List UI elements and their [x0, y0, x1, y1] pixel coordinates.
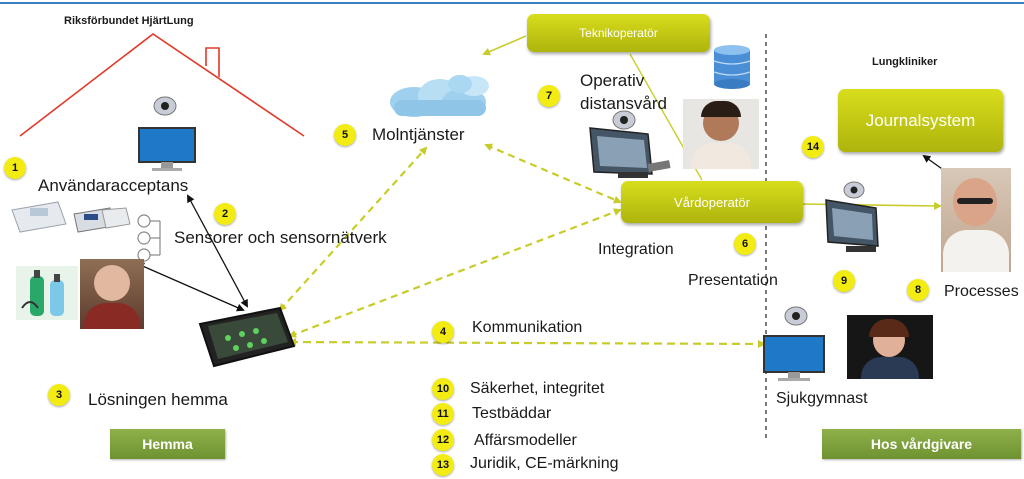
sensor-network-icon	[137, 214, 161, 262]
top-rule	[0, 2, 1024, 4]
badge-10: 10	[432, 378, 454, 400]
sensors-label: Sensorer och sensornätverk	[174, 228, 387, 247]
topic-11-label: Testbäddar	[472, 405, 552, 422]
tech-operator-box: Teknikoperatör	[527, 14, 710, 52]
badge-13: 13	[432, 454, 454, 476]
operative-care-line2: distansvård	[580, 94, 667, 113]
badge-11: 11	[432, 403, 454, 425]
badge-7: 7	[538, 85, 560, 107]
arrow-tablet-physio	[288, 338, 766, 348]
physio-label: Sjukgymnast	[776, 390, 868, 407]
database-icon	[713, 45, 751, 89]
monitor-home-icon	[138, 96, 196, 171]
badge-8: 8	[907, 279, 929, 301]
communication-label: Kommunikation	[472, 319, 583, 336]
monitor-physio-icon	[763, 306, 825, 381]
badge-14: 14	[802, 136, 824, 158]
badge-12: 12	[432, 429, 454, 451]
arrow-tablet-operator	[288, 208, 622, 338]
medical-devices-icon	[11, 201, 131, 233]
topic-10-label: Säkerhet, integritet	[470, 380, 605, 397]
arrow-operator-doctor	[799, 201, 942, 210]
clinic-title: Lungkliniker	[872, 56, 938, 68]
journal-system-box: Journalsystem	[838, 89, 1003, 152]
topic-13-label: Juridik, CE-märkning	[470, 455, 619, 472]
physio-photo	[847, 315, 933, 379]
arrow-tech-cloud	[482, 35, 527, 56]
cloud-services-label: Molntjänster	[372, 125, 465, 144]
cloud-icon	[390, 75, 489, 117]
home-footer: Hemma	[110, 429, 225, 459]
monitor-clinic-icon	[825, 181, 879, 252]
patient-photo	[80, 259, 144, 329]
badge-4: 4	[432, 321, 454, 343]
presentation-label: Presentation	[688, 272, 778, 289]
arrow-cloud-operator	[484, 143, 622, 204]
user-acceptance-label: Användaracceptans	[38, 176, 189, 195]
integration-label: Integration	[598, 241, 674, 258]
badge-6: 6	[734, 233, 756, 255]
provider-footer: Hos vårdgivare	[822, 429, 1021, 459]
badge-1: 1	[4, 157, 26, 179]
care-operator-box: Vårdoperatör	[621, 181, 803, 223]
org-title: Riksförbundet HjärtLung	[64, 15, 194, 27]
badge-3: 3	[48, 384, 70, 406]
solution-home-label: Lösningen hemma	[88, 390, 228, 409]
processes-label: Processes	[944, 283, 1019, 300]
arrow-tablet-patient	[136, 262, 245, 312]
topic-12-label: Affärsmodeller	[474, 432, 577, 449]
tablet-icon	[198, 306, 296, 368]
monitor-operator-icon	[589, 110, 671, 178]
badge-5: 5	[334, 124, 356, 146]
operative-care-line1: Operativ	[580, 71, 645, 90]
oxygen-tanks-icon	[16, 266, 78, 320]
house-roof	[19, 33, 305, 137]
operator-photo	[683, 99, 759, 169]
doctor-photo	[941, 168, 1011, 272]
badge-2: 2	[214, 203, 236, 225]
badge-9: 9	[833, 270, 855, 292]
